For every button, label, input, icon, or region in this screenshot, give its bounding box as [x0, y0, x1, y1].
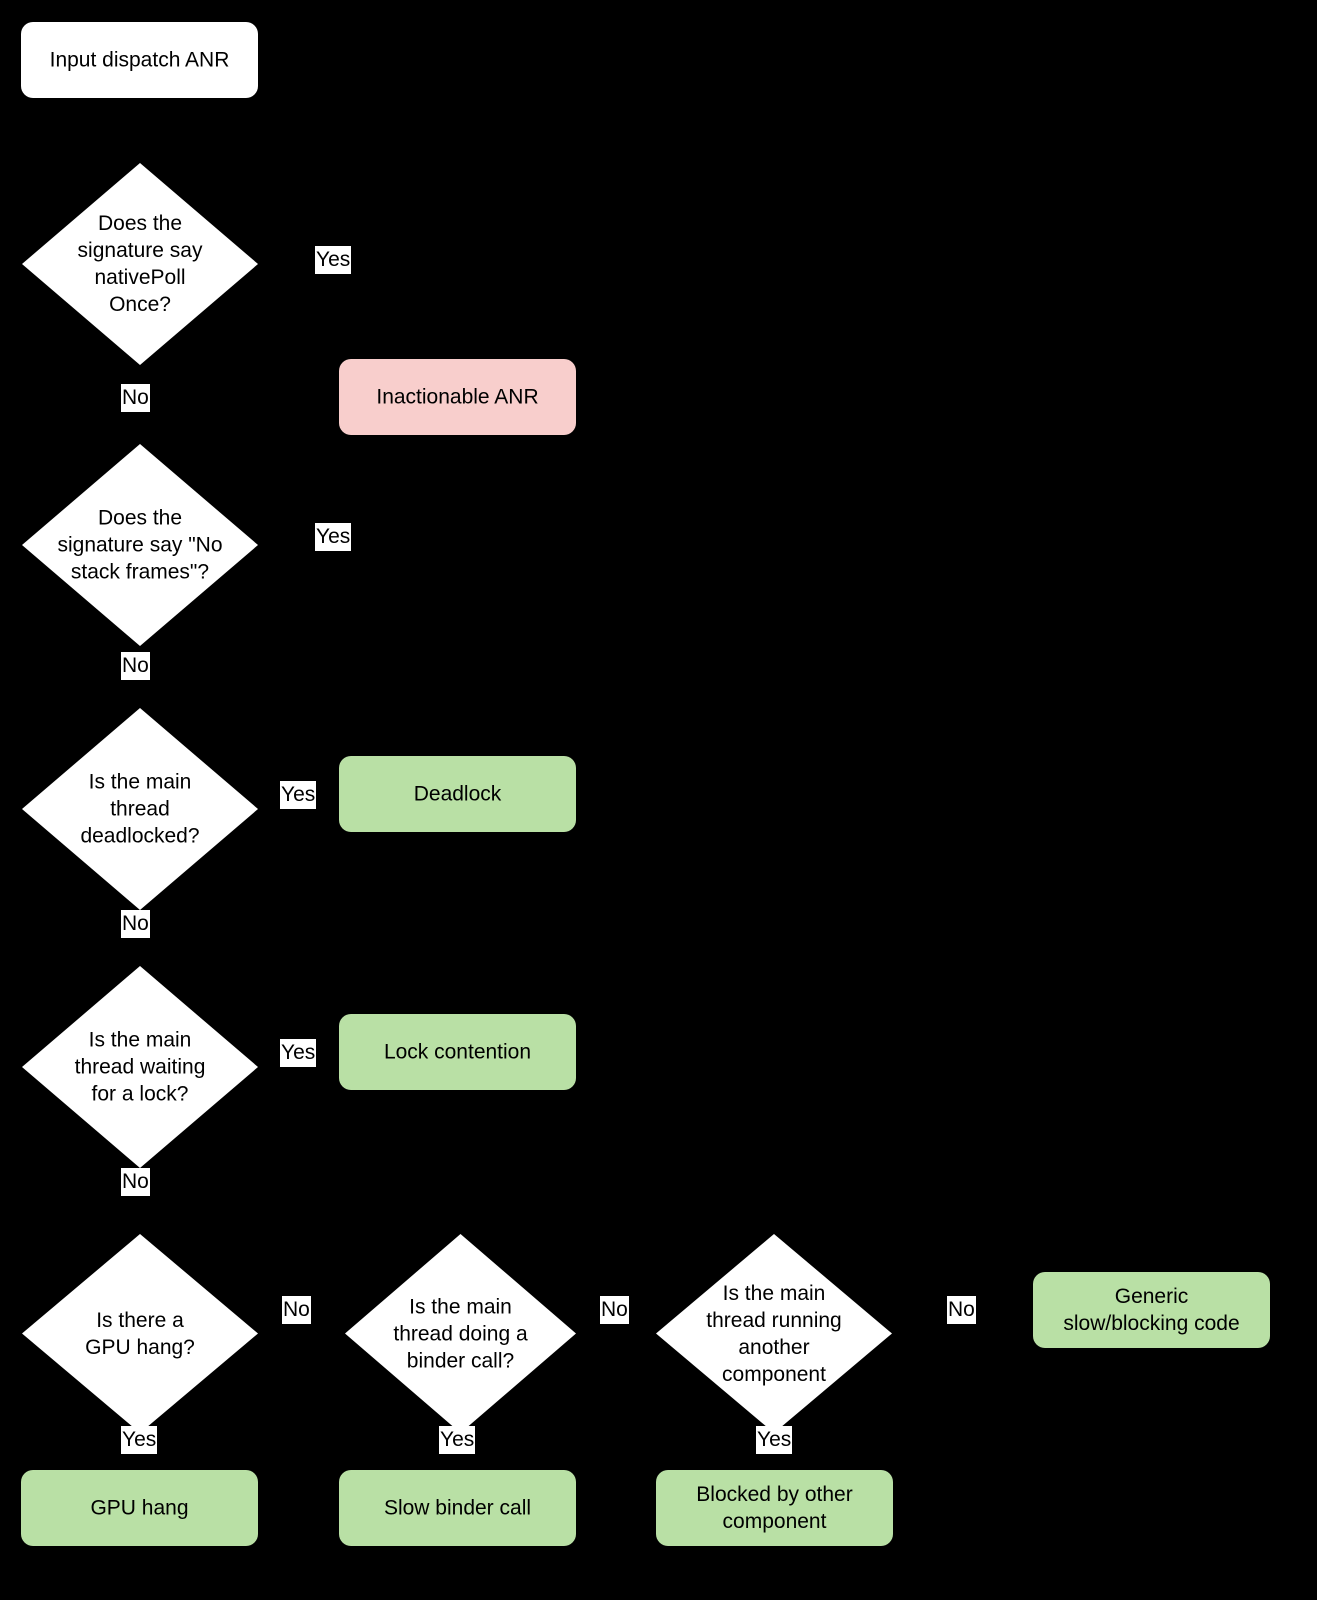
node-result-blocked-by-component-label: Blocked by other component [696, 1483, 853, 1533]
node-result-gpu-hang-label: GPU hang [90, 1496, 189, 1520]
node-question-no-stack-frames[interactable]: Does the signature say "No stack frames"… [22, 444, 258, 646]
node-result-slow-binder-call-label: Slow binder call [383, 1496, 532, 1520]
node-start[interactable]: Input dispatch ANR [21, 22, 258, 98]
connector-binder-no [576, 1333, 670, 1335]
edge-label-lock-yes: Yes [280, 1039, 317, 1067]
edge-label-noframes-no: No [121, 652, 150, 680]
diamond-shape [656, 1234, 892, 1433]
connector-nativepoll-yes-down [456, 263, 458, 359]
edge-label-nativepoll-yes: Yes [315, 246, 352, 274]
diamond-shape [22, 444, 258, 646]
connector-noframes-yes [258, 544, 457, 546]
node-question-binder-call[interactable]: Is the main thread doing a binder call? [345, 1234, 576, 1433]
node-question-deadlocked[interactable]: Is the main thread deadlocked? [22, 708, 258, 910]
node-question-nativepoll[interactable]: Does the signature say nativePoll Once? [22, 163, 258, 365]
connector-nativepoll-yes [258, 263, 457, 265]
connector-noframes-yes-up [456, 437, 458, 545]
connector-gpu-no [258, 1333, 345, 1335]
edge-label-gpu-yes: Yes [121, 1426, 158, 1454]
diamond-shape [22, 966, 258, 1168]
diamond-shape [22, 163, 258, 365]
connector-deadlock-no [138, 910, 140, 966]
node-result-generic-slow-code[interactable]: Generic slow/blocking code [1033, 1272, 1270, 1348]
node-start-label: Input dispatch ANR [49, 48, 230, 72]
connector-component-no [892, 1333, 1053, 1335]
node-result-deadlock[interactable]: Deadlock [339, 756, 576, 832]
node-question-another-component[interactable]: Is the main thread running another compo… [656, 1234, 892, 1433]
node-question-gpu-hang[interactable]: Is there a GPU hang? [22, 1234, 258, 1433]
edge-label-component-yes: Yes [756, 1426, 793, 1454]
node-inactionable-anr[interactable]: Inactionable ANR [339, 359, 576, 435]
connector-start-to-nativepoll [138, 98, 140, 163]
edge-label-gpu-no: No [282, 1296, 311, 1324]
node-result-blocked-by-component[interactable]: Blocked by other component [656, 1470, 893, 1546]
node-result-lock-contention[interactable]: Lock contention [339, 1014, 576, 1090]
edge-label-deadlock-yes: Yes [280, 781, 317, 809]
node-question-waiting-for-lock[interactable]: Is the main thread waiting for a lock? [22, 966, 258, 1168]
node-result-deadlock-label: Deadlock [413, 782, 502, 806]
node-result-lock-contention-label: Lock contention [383, 1040, 532, 1064]
edge-label-binder-no: No [600, 1296, 629, 1324]
edge-label-lock-no: No [121, 1168, 150, 1196]
node-result-gpu-hang[interactable]: GPU hang [21, 1470, 258, 1546]
diamond-shape [22, 708, 258, 910]
edge-label-binder-yes: Yes [439, 1426, 476, 1454]
node-result-slow-binder-call[interactable]: Slow binder call [339, 1470, 576, 1546]
edge-label-noframes-yes: Yes [315, 523, 352, 551]
edge-label-component-no: No [947, 1296, 976, 1324]
diamond-shape [345, 1234, 576, 1433]
node-result-generic-slow-code-label: Generic slow/blocking code [1063, 1285, 1240, 1335]
edge-label-nativepoll-no: No [121, 384, 150, 412]
diamond-shape [22, 1234, 258, 1433]
node-inactionable-anr-label: Inactionable ANR [376, 385, 539, 409]
edge-label-deadlock-no: No [121, 910, 150, 938]
